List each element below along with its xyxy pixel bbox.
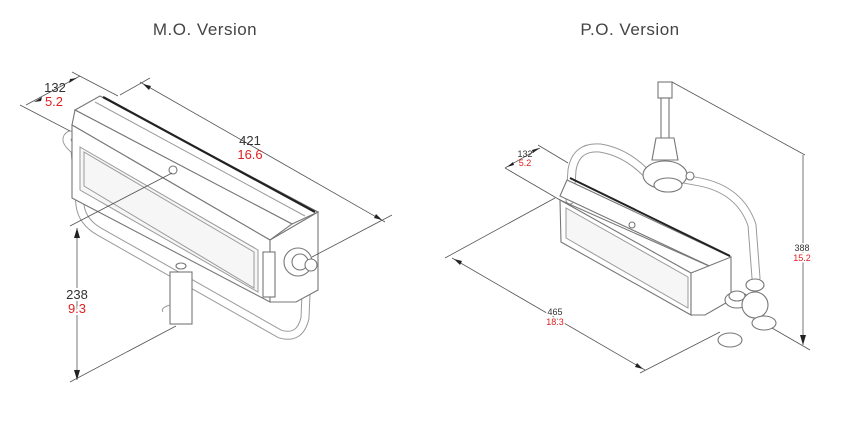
po-width-in: 18.3 [546,317,564,327]
po-version-title: P.O. Version [580,20,680,39]
po-fixture-drawing [559,81,777,348]
po-depth-mm: 132 [517,149,532,159]
knob-icon [168,165,178,175]
mo-version-title: M.O. Version [152,20,258,39]
mo-width-in: 16.6 [237,147,262,162]
po-height-in: 15.2 [793,253,811,263]
mo-depth-in: 5.2 [45,94,63,109]
mo-dimension-lines [19,71,393,383]
po-depth-in: 5.2 [519,158,532,168]
mo-fixture-drawing [62,95,320,340]
mo-depth-mm: 132 [44,80,66,95]
knob-icon [717,332,743,348]
po-width-mm: 465 [547,307,562,317]
mo-width-mm: 421 [239,133,261,148]
po-height-mm: 388 [794,243,809,253]
mo-height-mm: 238 [66,287,88,302]
mo-height-in: 9.3 [68,301,86,316]
po-dimension-lines [444,81,811,374]
